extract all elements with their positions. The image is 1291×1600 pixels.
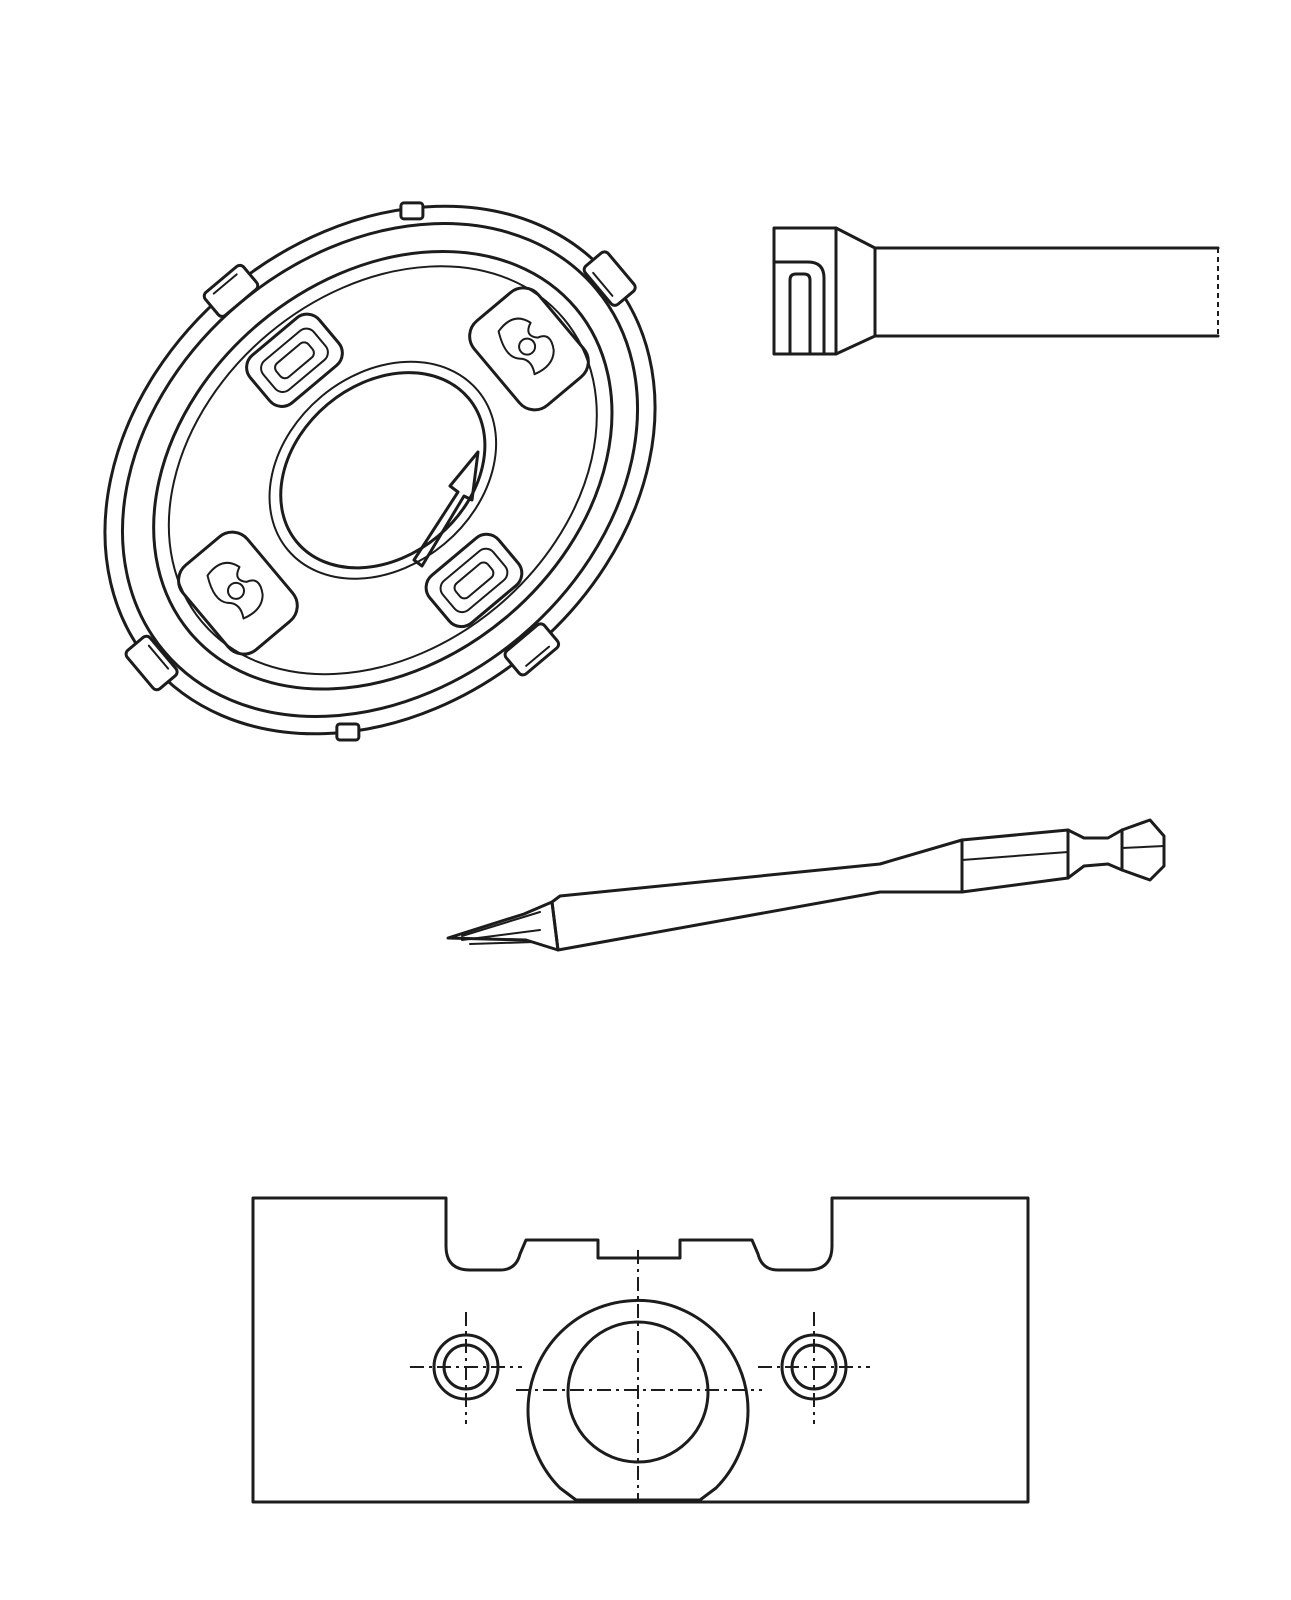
- bracket-tab-lower-left: [335, 722, 361, 742]
- plate-center-boss: [526, 1298, 750, 1502]
- bracket-clip-top: [202, 263, 260, 318]
- hex-shank-bit: [446, 818, 1166, 952]
- bit-hex-end: [1120, 818, 1166, 882]
- bracket-pad-bottom: [424, 532, 524, 629]
- mounting-bracket: [103, 201, 657, 742]
- bracket-rim-inner-edge: [121, 222, 639, 718]
- bit-shaft: [550, 838, 964, 952]
- bracket-clip-right: [582, 250, 637, 307]
- mounting-plate: [251, 1196, 1030, 1504]
- plate-center-bore: [566, 1320, 710, 1464]
- bracket-clip-bottom: [503, 622, 561, 677]
- slotted-rod-tool: [772, 226, 1220, 356]
- bit-hex-neck: [1066, 828, 1124, 880]
- bracket-center-hole-rim: [268, 360, 498, 580]
- bracket-face-inner: [167, 265, 598, 676]
- bracket-outer-rim: [103, 204, 657, 736]
- rod-slot: [772, 260, 826, 356]
- plate-outline: [251, 1196, 1030, 1504]
- bracket-face-outer: [152, 249, 614, 691]
- bracket-clip-left: [124, 634, 179, 692]
- bracket-center-hole: [279, 371, 487, 570]
- bracket-keyhole-pad-right: [468, 286, 590, 412]
- bracket-tab-upper-right: [399, 201, 425, 221]
- bracket-pad-top: [245, 312, 344, 408]
- bit-collar: [960, 828, 1070, 894]
- bracket-keyhole-pad-left: [177, 530, 299, 656]
- rotation-direction-arrow: [412, 450, 480, 568]
- rod-shaft: [873, 246, 1220, 338]
